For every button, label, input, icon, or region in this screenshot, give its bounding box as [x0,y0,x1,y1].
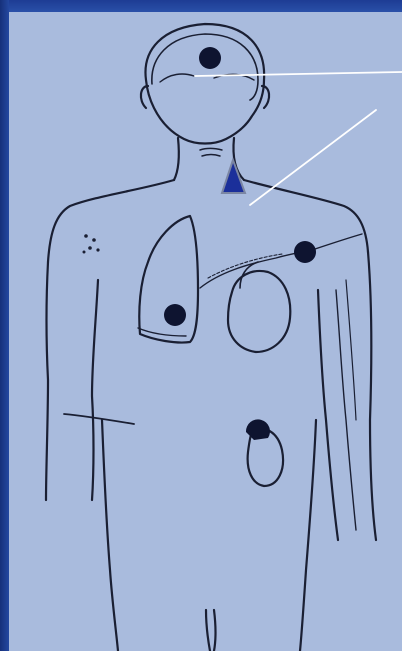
chest-pointer-line [250,110,376,205]
right-torso-side [300,420,316,651]
lung-base [138,328,186,336]
right-arm-inner [318,290,338,540]
brain-fold [160,74,194,82]
left-shoulder [48,180,174,262]
left-arm-outer [46,262,48,500]
head-tumor-marker [199,47,221,69]
body-outline [46,24,376,651]
tumor-markers [164,47,316,440]
right-arm-line [336,290,356,530]
clavicle-right [312,234,362,250]
head-pointer-line [195,72,402,76]
neck-left [174,138,179,180]
head-outline [145,24,264,144]
lung-tumor-marker [164,304,186,326]
shoulder-scatter [83,234,100,253]
arm-cross-line [64,414,134,424]
left-torso-side [102,420,118,651]
left-arm-inner [92,280,98,500]
right-arm-line-2 [346,280,356,420]
heart-outline [228,271,290,352]
left-leg-inner [206,610,210,651]
right-arm-outer [368,252,376,540]
right-leg-inner [214,610,216,651]
shoulder-tumor-marker [294,241,316,263]
larynx [200,149,222,157]
